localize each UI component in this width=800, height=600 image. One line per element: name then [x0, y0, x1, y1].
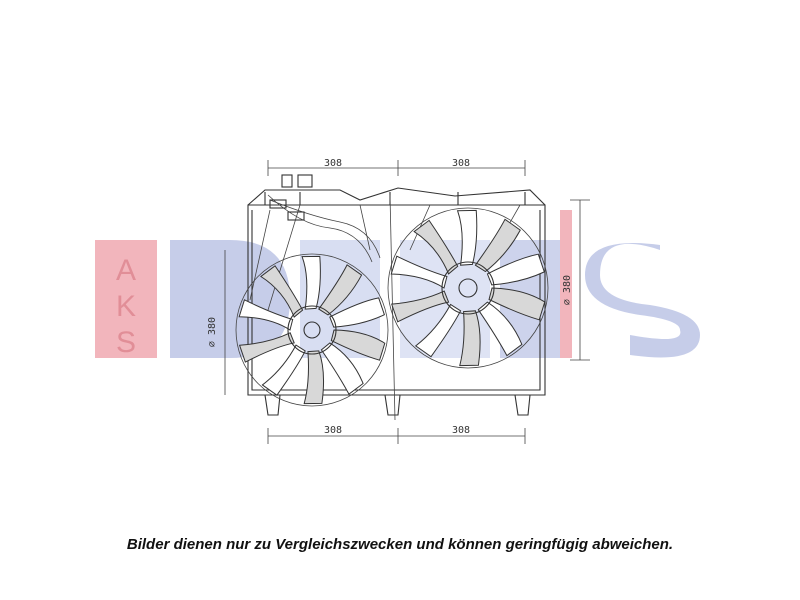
watermark-letter-s — [585, 243, 700, 358]
dim-bottom-right: 308 — [452, 425, 470, 436]
left-fan — [235, 253, 389, 407]
watermark-logo: A K S — [95, 210, 700, 359]
right-fan-hub-center — [458, 278, 478, 298]
dim-top-left: 308 — [324, 158, 342, 169]
right-fan-blade — [414, 303, 462, 358]
right-fan-blades — [390, 209, 546, 367]
dim-top-right: 308 — [452, 158, 470, 169]
right-fan-blade — [488, 287, 546, 321]
watermark-pink-i — [560, 210, 572, 358]
right-fan-blade — [477, 301, 523, 357]
dim-bottom-left: 308 — [324, 425, 342, 436]
left-fan-blade — [329, 297, 386, 328]
left-fan-hub-center — [303, 321, 321, 339]
right-fan — [387, 207, 549, 369]
watermark-letter-d — [170, 240, 290, 358]
watermark-pink-block — [95, 240, 157, 358]
left-fan-ring — [235, 253, 389, 407]
right-fan-blade — [459, 310, 481, 367]
right-fan-ring — [387, 207, 549, 369]
left-fan-blade — [318, 264, 363, 316]
connector-1 — [281, 174, 293, 188]
right-fan-hub — [441, 261, 495, 315]
right-fan-blade — [413, 219, 459, 275]
right-fan-blade — [474, 218, 521, 273]
left-fan-blade — [238, 332, 295, 363]
dim-left-fan-diameter: ∅ 380 — [207, 317, 218, 347]
left-fan-blade — [320, 342, 364, 395]
connector-2 — [297, 174, 313, 188]
left-fan-blade — [330, 329, 386, 361]
right-fan-blade — [456, 209, 478, 266]
shroud — [247, 187, 546, 421]
right-fan-blade — [486, 253, 545, 286]
left-fan-hub — [287, 305, 337, 355]
left-fan-blade — [301, 255, 321, 310]
watermark-aks-a: A — [116, 254, 136, 287]
watermark-aks-s: S — [116, 326, 136, 359]
watermark-aks-k: K — [116, 290, 136, 323]
dimension-lines — [224, 160, 590, 444]
left-fan-blade — [261, 344, 306, 396]
connector-4 — [287, 211, 305, 221]
left-fan-blade — [303, 350, 325, 405]
disclaimer-caption: Bilder dienen nur zu Vergleichszwecken u… — [126, 536, 674, 553]
left-fan-blade — [260, 265, 304, 318]
right-fan-blade — [390, 255, 448, 289]
left-fan-blades — [238, 255, 386, 405]
connector-3 — [269, 199, 287, 209]
connector-group — [269, 174, 313, 221]
right-fan-blade — [391, 290, 450, 323]
left-fan-blade — [238, 299, 294, 331]
dim-right-fan-diameter: ∅ 380 — [562, 275, 573, 305]
